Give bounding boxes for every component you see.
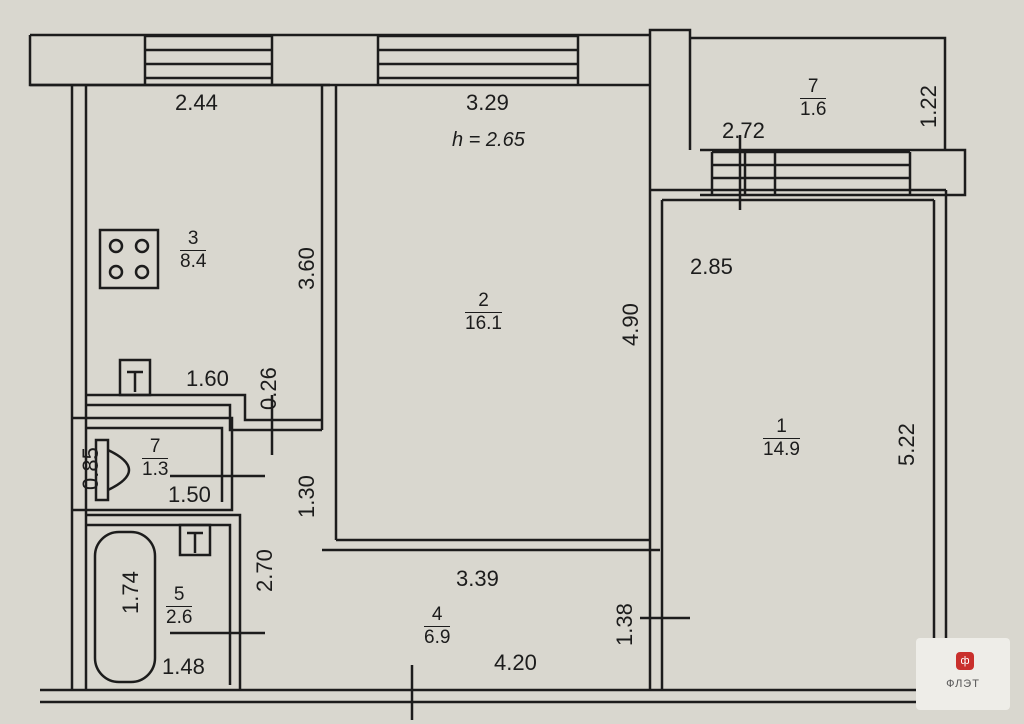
room-area: 2.6 xyxy=(166,606,193,628)
room-label-balcony: 7 1.6 xyxy=(800,76,827,121)
shaft-icon-bath xyxy=(178,523,212,557)
room-number: 2 xyxy=(465,290,502,313)
dim-room2-depth: 4.90 xyxy=(618,303,643,346)
bottom-wall xyxy=(40,688,1000,704)
dim-room1-depth: 5.22 xyxy=(894,423,919,466)
dim-bath-depth: 1.74 xyxy=(118,571,143,614)
dim-kitchen-depth: 3.60 xyxy=(294,247,319,290)
room-area: 1.3 xyxy=(142,458,169,480)
window-room2 xyxy=(376,34,580,85)
dim-room1-width: 2.85 xyxy=(690,254,733,279)
dim-corridor-depth: 1.30 xyxy=(294,475,319,518)
room-number: 5 xyxy=(166,584,193,607)
room-number: 1 xyxy=(763,416,800,439)
logo: ф ФЛЭТ xyxy=(916,638,1010,710)
window-kitchen xyxy=(143,34,274,85)
room-number: 7 xyxy=(142,436,169,459)
room-number: 3 xyxy=(180,228,207,251)
dim-hall-width: 3.39 xyxy=(456,566,499,591)
ceiling-height-note: h = 2.65 xyxy=(452,129,525,151)
dim-hall-side: 1.38 xyxy=(612,603,637,646)
dim-balcony-depth: 1.22 xyxy=(916,85,941,128)
wall-room2-room1 xyxy=(648,190,664,690)
dim-toilet-depth: 0.85 xyxy=(78,447,103,490)
left-wall xyxy=(70,85,88,690)
dim-bath-width: 1.48 xyxy=(162,654,205,679)
door-mark xyxy=(170,135,742,720)
logo-mark-icon: ф xyxy=(956,652,974,670)
dim-balcony-width: 2.72 xyxy=(722,118,765,143)
room-label-hall: 4 6.9 xyxy=(424,604,451,649)
room-label-kitchen: 3 8.4 xyxy=(180,228,207,273)
room-label-room1: 1 14.9 xyxy=(763,416,800,461)
room-number: 7 xyxy=(800,76,827,99)
room-area: 16.1 xyxy=(465,312,502,334)
dim-niche-width: 1.60 xyxy=(186,366,229,391)
room-label-bath: 5 2.6 xyxy=(166,584,193,629)
dim-niche-depth: 0.26 xyxy=(256,367,281,410)
room-area: 14.9 xyxy=(763,438,800,460)
dim-hall-depth: 2.70 xyxy=(252,549,277,592)
bathtub-icon xyxy=(93,530,157,684)
room-number: 4 xyxy=(424,604,451,627)
dim-toilet-width: 1.50 xyxy=(168,482,211,507)
toilet-icon xyxy=(94,438,130,502)
wall-bath xyxy=(86,513,242,690)
balcony-rail xyxy=(700,148,967,197)
dim-room2-width: 3.29 xyxy=(466,90,509,115)
wall-room1-right xyxy=(932,190,948,690)
window-room1 xyxy=(710,150,912,195)
wall-kitchen-room2 xyxy=(320,85,338,540)
room-area: 1.6 xyxy=(800,98,827,120)
wall-room2-bottom xyxy=(322,538,660,552)
room-area: 8.4 xyxy=(180,250,207,272)
shaft-icon-kitchen xyxy=(118,358,152,397)
dim-kitchen-width: 2.44 xyxy=(175,90,218,115)
room1-top-wall xyxy=(650,188,946,202)
stove-icon xyxy=(98,228,160,290)
logo-text: ФЛЭТ xyxy=(946,678,980,690)
dim-hall-length: 4.20 xyxy=(494,650,537,675)
wall-kitchen-bottom xyxy=(86,393,322,432)
room-label-toilet: 7 1.3 xyxy=(142,436,169,481)
room-area: 6.9 xyxy=(424,626,451,648)
wall-toilet xyxy=(72,416,234,512)
room-label-room2: 2 16.1 xyxy=(465,290,502,335)
